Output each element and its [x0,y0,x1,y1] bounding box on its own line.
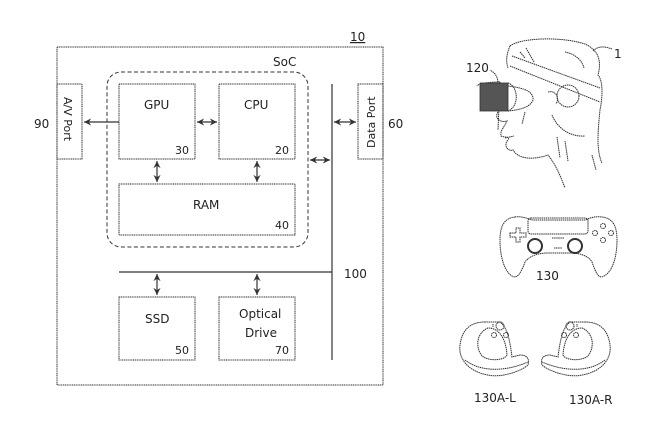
hmd-ref: 120 [466,61,489,75]
data-port-label: Data Port [365,96,378,148]
hmd-leader-line [489,69,499,83]
hmd-user-illustration [476,38,603,189]
system-box [56,46,384,386]
system-ref: 10 [350,30,365,44]
optical-drive-block: Optical Drive 70 [218,296,296,361]
av-port-label: A/V Port [61,97,74,142]
vr-controller-left-illustration [459,321,529,377]
gpu-ref: 30 [175,144,189,157]
av-port-ref: 90 [34,117,49,131]
ram-block: RAM 40 [118,183,296,236]
data-port-ref: 60 [388,117,403,131]
vr-controller-right-illustration [541,321,611,377]
ssd-ref: 50 [175,344,189,357]
gpu-block: GPU 30 [118,83,196,160]
bus-ref: 100 [344,267,367,281]
optical-label-line1: Optical [239,307,281,321]
soc-label: SoC [273,55,296,69]
right-stick [567,238,583,254]
data-port-block: Data Port [357,83,384,160]
controller-ref: 130 [536,269,559,283]
ram-ref: 40 [275,219,289,232]
soc-boundary [106,71,309,248]
gpu-label: GPU [144,98,169,112]
hmd-display-unit [479,82,509,112]
av-port-block: A/V Port [56,83,83,160]
ssd-label: SSD [145,312,169,326]
cpu-ref: 20 [275,144,289,157]
vr-controller-right-ref: 130A-R [569,393,613,407]
vr-controller-left-ref: 130A-L [474,391,516,405]
user-leader-line [592,46,613,52]
ssd-block: SSD 50 [118,296,196,361]
cpu-label: CPU [244,98,268,112]
game-controller-illustration [499,216,618,278]
optical-ref: 70 [275,344,289,357]
cpu-block: CPU 20 [218,83,296,160]
optical-label-line2: Drive [245,326,277,340]
left-stick [527,238,543,254]
user-ref: 1 [614,47,622,61]
ram-label: RAM [193,198,219,212]
